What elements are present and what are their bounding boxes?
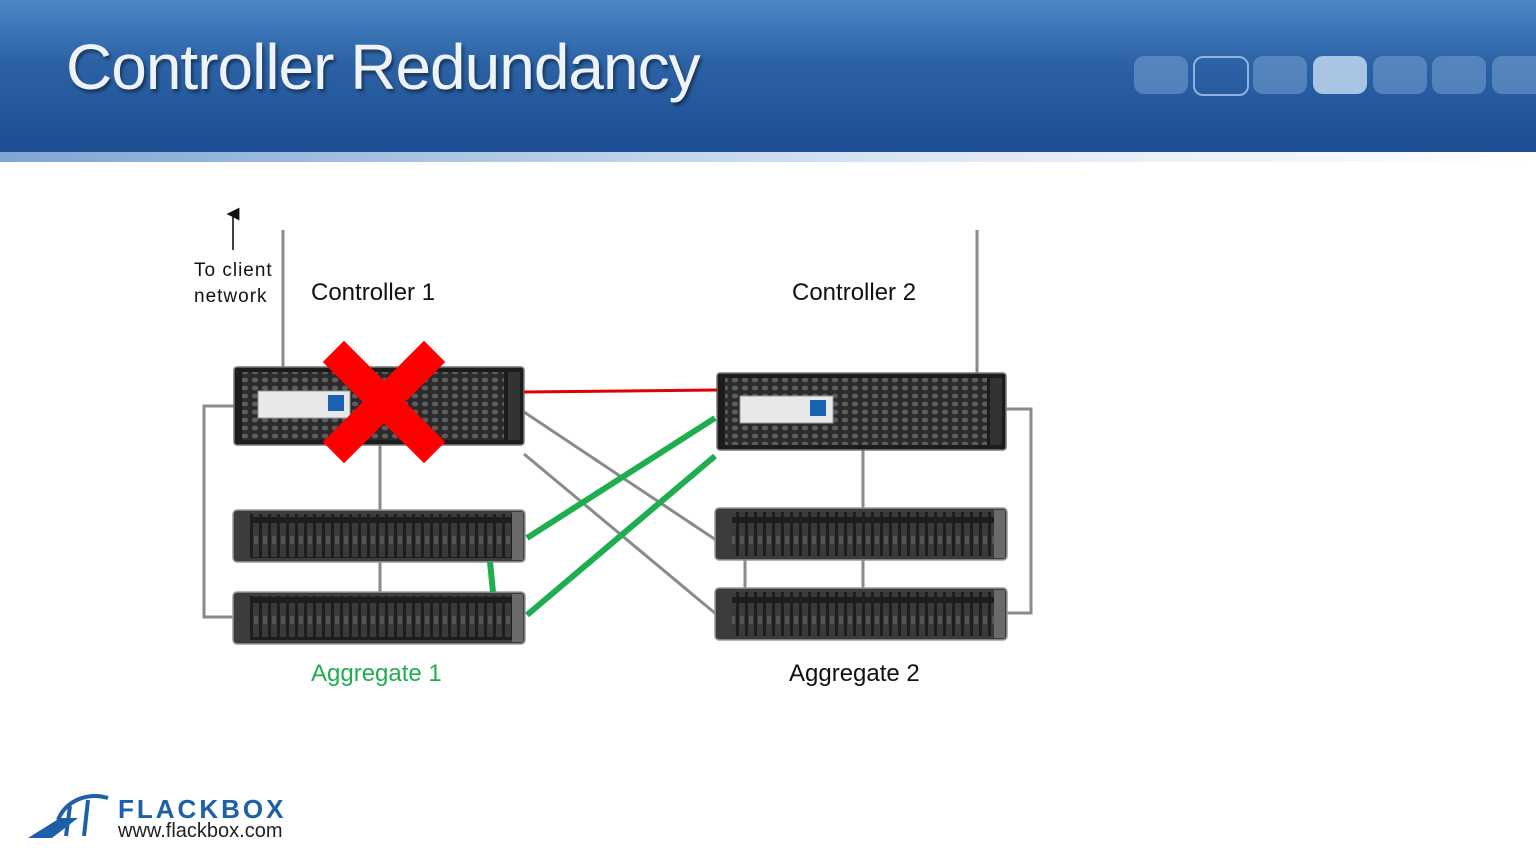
controller1-label: Controller 1 [311,279,436,306]
aggregate2-label: Aggregate 2 [789,660,920,687]
controller2-label: Controller 2 [792,279,917,306]
controller1-loop-cable [202,404,234,619]
bridge-plane-logo-icon [28,794,109,838]
slide-title: Controller Redundancy [66,31,701,103]
takeover-path [525,415,717,541]
red-x-icon [322,340,446,464]
nav-dot-current [1193,56,1249,96]
aggregate1-shelf-top [232,509,526,563]
nav-dot [1313,56,1367,94]
client-network-label-line2: network [194,286,268,307]
failed-ha-link [523,388,718,394]
controller2-loop-cable [1006,407,1033,615]
aggregate2-shelf-top [714,507,1008,561]
nav-dot [1432,56,1486,94]
nav-dot [1253,56,1307,94]
takeover-path-shelf [487,561,496,593]
nav-dot [1492,56,1536,94]
nav-dot [1134,56,1188,94]
takeover-path [525,453,717,618]
aggregate1-shelf-bottom [232,591,526,645]
banner-edge [0,152,1536,162]
brand-url: www.flackbox.com [118,820,283,842]
aggregate1-label: Aggregate 1 [311,660,442,687]
brand-name: FLACKBOX [118,794,287,824]
client-network-label-line1: To client [194,260,273,281]
nav-dot [1373,56,1427,94]
aggregate2-shelf-bottom [714,587,1008,641]
controller2-chassis [716,372,1007,451]
